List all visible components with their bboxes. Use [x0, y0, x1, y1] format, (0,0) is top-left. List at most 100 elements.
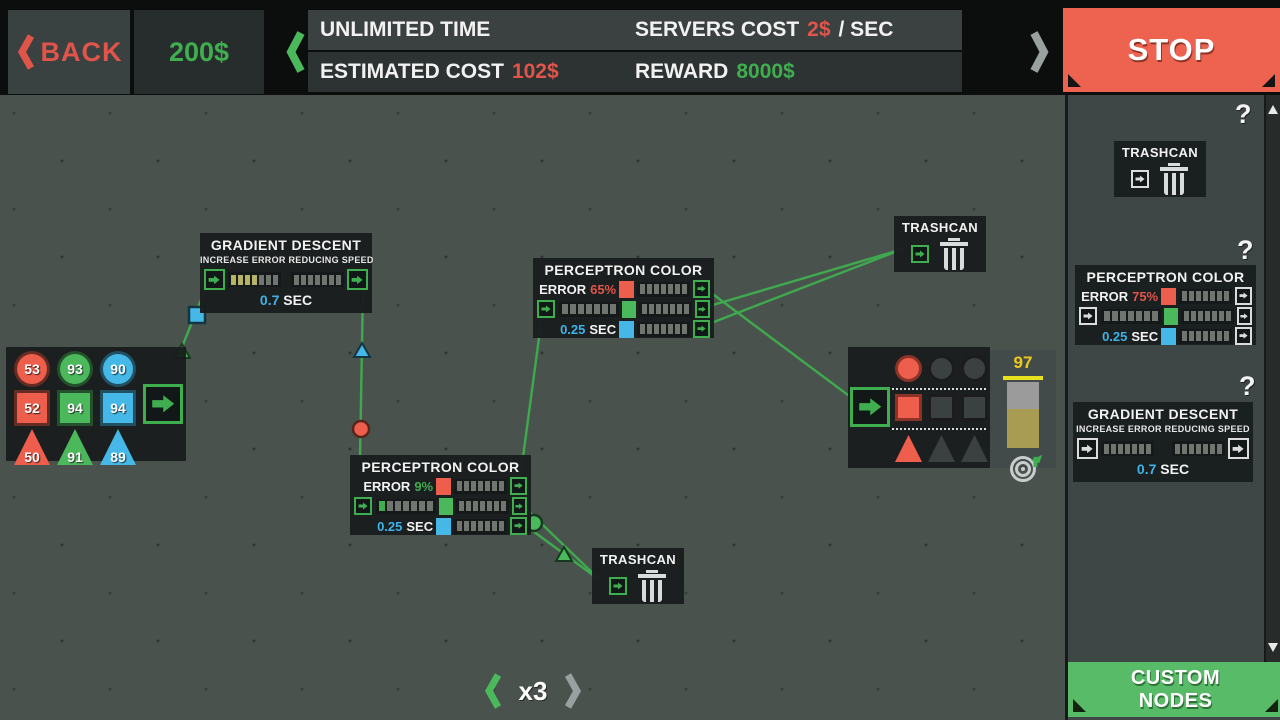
trashcan-node-bottom[interactable]: TRASHCAN	[592, 548, 684, 604]
output-port-arrow-icon	[1236, 307, 1252, 325]
estimated-cost-value: 102$	[511, 60, 559, 83]
blue-square-shape	[100, 390, 136, 426]
green-circle-shape	[57, 351, 93, 387]
output-port-arrow-icon[interactable]	[143, 384, 183, 424]
output-node[interactable]	[848, 347, 990, 468]
stop-button[interactable]: STOP	[1063, 8, 1280, 92]
custom-nodes-button[interactable]: CUSTOM NODES	[1068, 662, 1280, 717]
back-label: BACK	[40, 36, 123, 67]
target-icon	[1010, 451, 1043, 482]
blue-channel-chip	[1161, 327, 1177, 345]
input-port-arrow-icon[interactable]	[609, 577, 627, 595]
input-port-arrow-icon[interactable]	[537, 300, 555, 318]
green-channel-bar	[1180, 308, 1234, 324]
output-port-arrow-icon	[1235, 327, 1252, 345]
output-port-arrow-icon[interactable]	[693, 320, 710, 338]
blue-channel-chip	[619, 320, 635, 338]
mission-prev-chevron[interactable]	[283, 28, 307, 76]
target-shape-square	[928, 394, 955, 421]
mission-next-chevron[interactable]	[1028, 28, 1052, 76]
red-channel-chip	[619, 280, 635, 298]
processing-time: 0.25 SEC	[377, 518, 434, 534]
green-channel-bar[interactable]	[638, 301, 692, 317]
processing-time: 0.25 SEC	[1102, 328, 1159, 344]
input-port-arrow-icon	[1131, 170, 1149, 188]
target-shape-circle	[961, 355, 988, 382]
palette-scrollbar[interactable]	[1264, 95, 1280, 662]
trashcan-node-top[interactable]: TRASHCAN	[894, 216, 986, 272]
input-port-arrow-icon[interactable]	[911, 245, 929, 263]
back-button[interactable]: BACK	[8, 10, 130, 94]
input-node[interactable]: 53 93 90 52 94 94 50 91 89	[6, 347, 186, 465]
input-port-arrow-icon	[1077, 438, 1098, 459]
speed-allocation-bar	[1101, 441, 1154, 456]
target-shape-triangle	[961, 435, 988, 462]
input-port-arrow-icon[interactable]	[204, 269, 225, 290]
perceptron-color-node-bottom[interactable]: PERCEPTRON COLOR ERROR 9%	[350, 455, 531, 535]
corner-decoration	[1265, 699, 1278, 712]
scroll-up-icon[interactable]	[1268, 105, 1278, 114]
processing-time: 0.25 SEC	[560, 321, 617, 337]
servers-cost-value: 2$	[807, 18, 831, 41]
speed-down-chevron[interactable]	[483, 671, 503, 711]
input-cell: 52	[14, 390, 50, 426]
error-readout: ERROR 65%	[539, 281, 617, 297]
output-port-arrow-icon[interactable]	[511, 497, 527, 515]
help-icon[interactable]: ?	[1239, 371, 1256, 401]
blue-channel-chip	[436, 517, 452, 535]
dart-icon	[1030, 451, 1043, 464]
money-display: 200$	[134, 10, 264, 94]
speed-allocation-bar[interactable]	[228, 272, 281, 287]
input-buffer-bar[interactable]	[376, 498, 436, 514]
scroll-down-icon[interactable]	[1268, 643, 1278, 652]
palette-perceptron-color[interactable]: PERCEPTRON COLOR ERROR 75%	[1075, 265, 1256, 345]
separator	[892, 388, 986, 390]
input-buffer-bar[interactable]	[559, 301, 619, 317]
perceptron-color-node-top[interactable]: PERCEPTRON COLOR ERROR 65%	[533, 258, 714, 338]
blue-channel-bar[interactable]	[454, 518, 508, 534]
output-port-arrow-icon	[1228, 438, 1249, 459]
reward-label: REWARD	[635, 60, 729, 83]
green-square-shape	[57, 390, 93, 426]
target-shape-square-selected	[895, 394, 922, 421]
meter-tube	[1007, 382, 1039, 448]
palette-gradient-descent[interactable]: GRADIENT DESCENT INCREASE ERROR REDUCING…	[1073, 402, 1253, 482]
red-channel-bar[interactable]	[454, 478, 508, 494]
target-shape-circle-selected	[895, 355, 922, 382]
input-cell: 94	[57, 390, 93, 426]
output-port-arrow-icon[interactable]	[510, 477, 527, 495]
palette-trashcan[interactable]: TRASHCAN	[1114, 141, 1206, 197]
gradient-descent-node[interactable]: GRADIENT DESCENT INCREASE ERROR REDUCING…	[200, 233, 373, 313]
target-shape-square	[961, 394, 988, 421]
time-label: UNLIMITED TIME	[320, 18, 491, 41]
servers-cost-suffix: / SEC	[838, 18, 894, 41]
input-port-arrow-icon[interactable]	[354, 497, 372, 515]
node-palette: ? ? ? TRASHCAN PERCEPTRON COLOR ERROR 75…	[1065, 95, 1280, 720]
output-port-arrow-icon[interactable]	[510, 517, 527, 535]
speed-up-chevron[interactable]	[563, 671, 583, 711]
speed-allocation-bar	[1172, 441, 1225, 456]
output-port-arrow-icon[interactable]	[347, 269, 368, 290]
mission-info-row-1: UNLIMITED TIME SERVERS COST 2$ / SEC	[308, 10, 962, 50]
stop-label: STOP	[1127, 32, 1216, 67]
blue-circle-shape	[100, 351, 136, 387]
input-cell: 90	[100, 351, 136, 387]
blue-channel-bar[interactable]	[637, 321, 691, 337]
red-channel-bar[interactable]	[637, 281, 691, 297]
green-channel-bar[interactable]	[455, 498, 509, 514]
processing-time: 0.7 SEC	[259, 292, 313, 308]
output-port-arrow-icon[interactable]	[693, 280, 710, 298]
meter-target-line	[1003, 376, 1043, 380]
help-icon[interactable]: ?	[1235, 99, 1252, 129]
mission-info-row-2: ESTIMATED COST 102$ REWARD 8000$	[308, 52, 962, 92]
accuracy-meter: 97	[990, 350, 1056, 482]
input-cell: 91	[57, 429, 93, 465]
node-canvas[interactable]: 53 93 90 52 94 94 50 91 89 GRADIENT	[0, 95, 1065, 720]
green-channel-chip	[439, 497, 453, 515]
input-port-arrow-icon[interactable]	[850, 387, 890, 427]
speed-allocation-bar[interactable]	[291, 272, 344, 287]
input-cell: 93	[57, 351, 93, 387]
help-icon[interactable]: ?	[1237, 235, 1254, 265]
output-port-arrow-icon[interactable]	[694, 300, 710, 318]
